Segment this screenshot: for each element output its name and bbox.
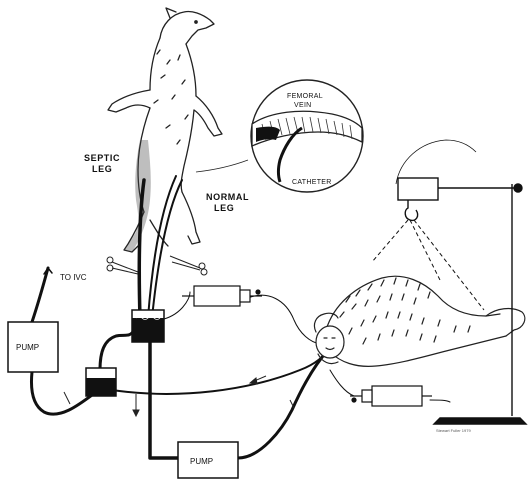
normal-leg-label-line2: LEG: [214, 203, 234, 213]
tubing: [32, 176, 451, 458]
syringe-pump-upper: [182, 286, 262, 306]
septic-leg-label-line2: LEG: [92, 164, 112, 174]
femoral-vein-inset: [196, 80, 363, 192]
dog-figure: [108, 8, 222, 252]
artist-credit: Stewart Fuller 1979: [436, 428, 471, 433]
catheter-label: CATHETER: [292, 179, 332, 186]
femoral-vein-label: FEMORAL: [287, 93, 323, 100]
normal-leg-label: NORMAL: [206, 192, 249, 202]
pump-left-label: PUMP: [16, 343, 39, 352]
lower-reservoir: [86, 368, 116, 396]
pump-left: PUMP: [8, 322, 58, 372]
upper-reservoir: [132, 310, 164, 342]
syringe-pump-lower: [350, 386, 432, 406]
to-ivc-label: TO IVC: [60, 273, 87, 282]
pump-bottom: PUMP: [178, 442, 238, 478]
septic-leg-label: SEPTIC: [84, 153, 120, 163]
monkey-figure: [314, 276, 524, 366]
pump-bottom-label: PUMP: [190, 457, 213, 466]
femoral-vein-label-line2: VEIN: [294, 102, 312, 109]
septic-leg-shading: [124, 140, 151, 252]
